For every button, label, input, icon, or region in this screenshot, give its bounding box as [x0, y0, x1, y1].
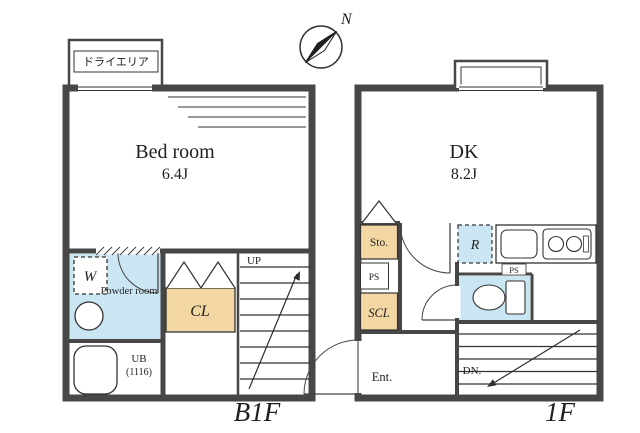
down-arrow-head-icon [487, 379, 497, 387]
b1f-window [78, 84, 152, 92]
fridge-box [457, 224, 493, 264]
storage-label: Sto. [370, 237, 388, 249]
closet-folding-door-icon [200, 260, 236, 289]
f1-bay-window [453, 59, 549, 92]
dk-size: 8.2J [451, 166, 477, 183]
ps-left-box [360, 262, 389, 290]
up-arrow [248, 273, 298, 390]
fridge-label: R [470, 238, 480, 253]
closet-folding-door-icon [166, 260, 202, 289]
f1-unit: DK 8.2J Sto. PS SCL Ent. R PS DN. 1F [303, 59, 604, 427]
b1f-floor-label: B1F [234, 397, 281, 427]
closet-label: CL [190, 303, 210, 320]
ps-right-label: PS [509, 265, 519, 275]
stove-burner-icon [565, 235, 583, 253]
entrance-label: Ent. [372, 370, 392, 384]
stove-grill-icon [583, 235, 589, 253]
down-label: DN. [463, 365, 482, 377]
washer-box [73, 256, 108, 295]
dk-name: DK [450, 141, 479, 163]
f1-stairs [459, 329, 597, 387]
dk-door [399, 222, 451, 274]
ps-right-box [501, 263, 527, 276]
kitchen-counter [495, 224, 597, 264]
up-arrow-head-icon [293, 271, 300, 281]
shoe-closet-box [359, 292, 399, 331]
scl-label: SCL [368, 306, 390, 320]
kitchen-sink-icon [500, 229, 538, 259]
storage-folding-door-icon [361, 200, 397, 224]
bedroom-name: Bed room [135, 141, 215, 163]
bedroom-hatch-lines [168, 96, 306, 128]
up-label: UP [247, 255, 261, 267]
dry-area-label-box [73, 50, 159, 73]
entrance-door [303, 339, 362, 395]
storage-box [359, 224, 399, 260]
powder-room-door [117, 252, 159, 294]
bathtub-icon [73, 345, 118, 395]
toilet-fixture-icon [472, 280, 526, 315]
ps-left-label: PS [369, 273, 380, 283]
b1f-stairs [240, 266, 310, 390]
bath-label: UB [131, 353, 146, 365]
f1-floor-label: 1F [545, 397, 576, 427]
closet-cl [165, 287, 236, 333]
b1f-sliding-door-hatch [95, 246, 161, 256]
washer-label: W [84, 269, 98, 285]
compass-n-label: N [340, 11, 353, 28]
compass: N [299, 11, 353, 69]
powder-room-label: Powder room [101, 286, 158, 297]
down-arrow [491, 329, 581, 385]
bedroom-size: 6.4J [162, 166, 188, 183]
b1f-outer-wall [62, 84, 316, 402]
b1f-unit: ドライエリア [62, 38, 316, 427]
stove-burner-icon [547, 235, 565, 253]
dry-area-label: ドライエリア [83, 56, 149, 69]
toilet-door [421, 284, 461, 321]
compass-needle-icon [305, 31, 337, 63]
bath-size-label: (1116) [126, 367, 152, 378]
wash-basin-icon [74, 301, 104, 331]
